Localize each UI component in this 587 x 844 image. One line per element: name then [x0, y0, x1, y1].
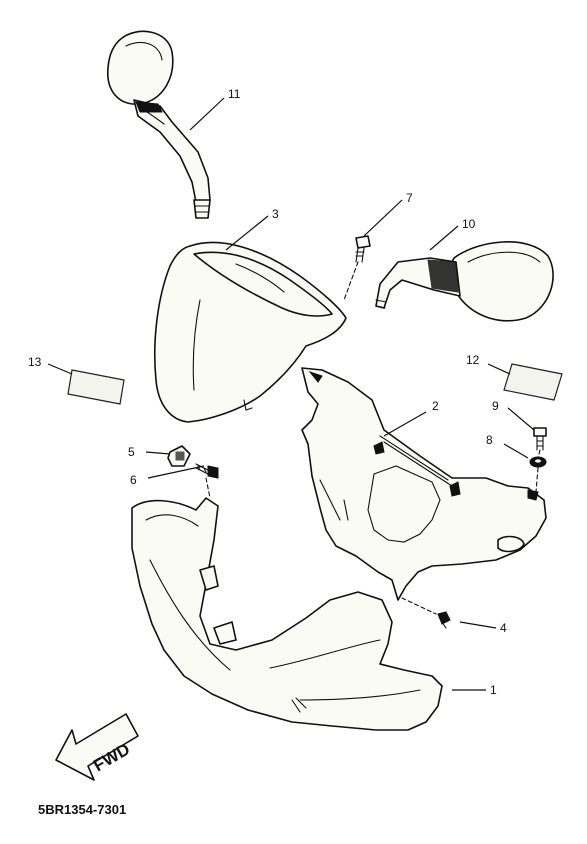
callout-1: 1 — [490, 683, 497, 697]
callout-11: 11 — [228, 87, 241, 101]
part-2-inner-panel — [301, 367, 547, 601]
catalog-number: 5BR1354-7301 — [38, 802, 126, 817]
callout-13: 13 — [28, 355, 42, 369]
part-4-screw — [437, 611, 451, 629]
part-7-screw — [355, 235, 371, 263]
callout-5: 5 — [128, 445, 135, 459]
callout-12: 12 — [466, 353, 480, 367]
part-1-front-panel — [131, 497, 443, 731]
part-3-front-cowl — [153, 241, 347, 423]
part-12-sticker — [503, 363, 563, 401]
fwd-direction-arrow: FWD — [55, 713, 139, 781]
callout-7: 7 — [406, 191, 413, 205]
part-6-screw — [195, 463, 219, 479]
callout-4: 4 — [500, 621, 507, 635]
callout-leaders — [47, 97, 535, 691]
part-9-screw — [533, 427, 547, 451]
callout-6: 6 — [130, 473, 137, 487]
part-5-nut-clip — [167, 445, 191, 467]
part-10-right-mirror — [375, 241, 554, 322]
part-11-left-mirror — [107, 30, 211, 219]
callout-numbers: 1 2 3 4 5 6 7 8 9 10 11 12 13 — [28, 87, 507, 697]
callout-9: 9 — [492, 399, 499, 413]
callout-3: 3 — [272, 207, 279, 221]
callout-10: 10 — [462, 217, 476, 231]
callout-8: 8 — [486, 433, 493, 447]
part-13-sticker — [67, 369, 125, 405]
assembly-guide-lines — [205, 261, 541, 615]
callout-2: 2 — [432, 399, 439, 413]
